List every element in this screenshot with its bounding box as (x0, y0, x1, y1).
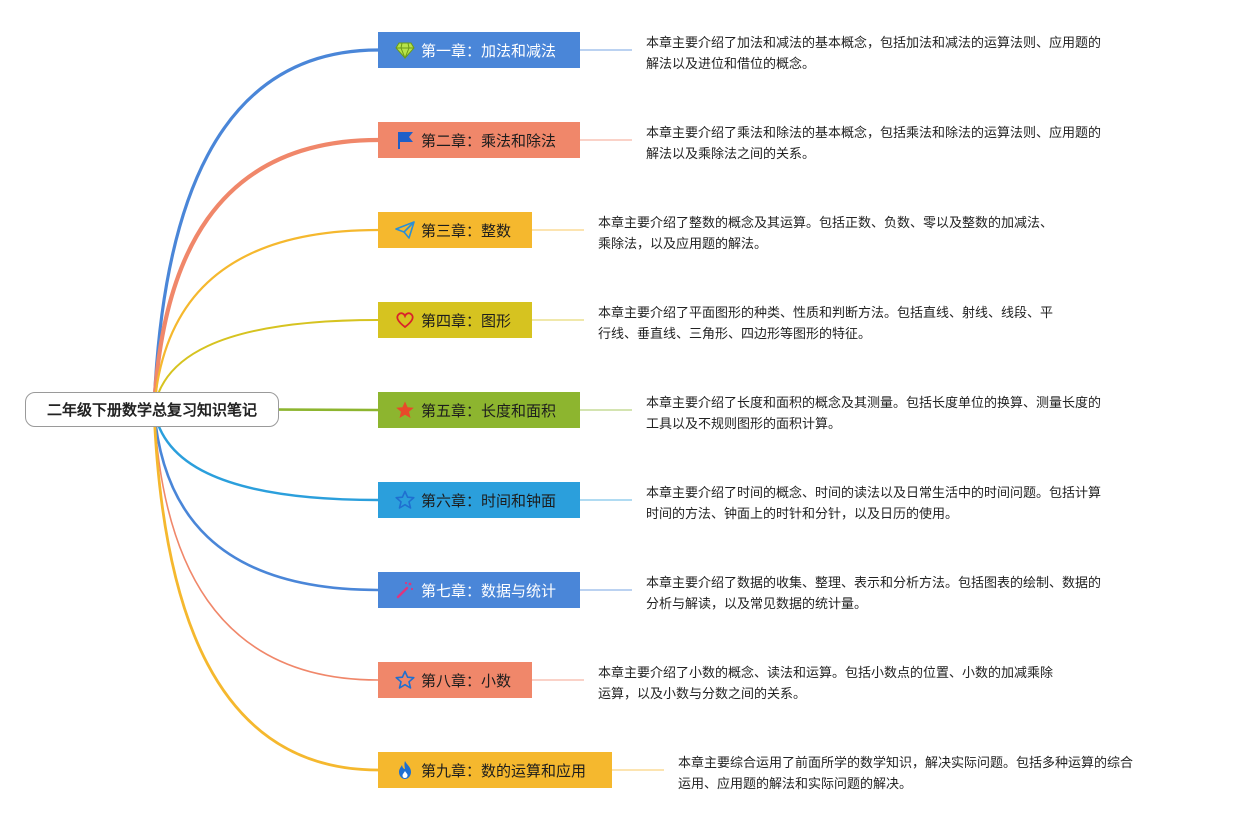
chapter-description-7: 本章主要介绍了数据的收集、整理、表示和分析方法。包括图表的绘制、数据的 分析与解… (646, 573, 1146, 615)
star-outline-icon (394, 489, 416, 511)
chapter-label: 第六章：时间和钟面 (421, 491, 557, 510)
chapter-label: 第七章：数据与统计 (421, 581, 557, 600)
description-line: 时间的方法、钟面上的时针和分针，以及日历的使用。 (646, 507, 959, 522)
chapter-description-9: 本章主要综合运用了前面所学的数学知识，解决实际问题。包括多种运算的综合 运用、应… (678, 753, 1178, 795)
branch-connector (152, 407, 380, 502)
chapter-node-4[interactable]: 第四章：图形 (378, 302, 532, 338)
chapter-label: 第四章：图形 (421, 311, 512, 330)
description-line: 本章主要介绍了加法和减法的基本概念，包括加法和减法的运算法则、应用题的 (646, 36, 1102, 51)
chapter-description-6: 本章主要介绍了时间的概念、时间的读法以及日常生活中的时间问题。包括计算 时间的方… (646, 483, 1146, 525)
chapter-node-9[interactable]: 第九章：数的运算和应用 (378, 752, 612, 788)
branch-connector (152, 407, 380, 772)
branch-connector (152, 48, 380, 411)
chapter-node-6[interactable]: 第六章：时间和钟面 (378, 482, 580, 518)
branch-connector (152, 407, 380, 592)
chapter-node-1[interactable]: 第一章：加法和减法 (378, 32, 580, 68)
branch-connector (153, 408, 379, 681)
root-topic[interactable]: 二年级下册数学总复习知识笔记 (25, 392, 279, 427)
description-line: 本章主要介绍了长度和面积的概念及其测量。包括长度单位的换算、测量长度的 (646, 396, 1102, 411)
branch-connector (152, 228, 380, 411)
chapter-label: 第九章：数的运算和应用 (421, 761, 587, 780)
description-line: 运用、应用题的解法和实际问题的解决。 (678, 777, 913, 792)
diamond-icon (394, 39, 416, 61)
description-line: 解法以及乘除法之间的关系。 (646, 147, 816, 162)
flag-icon (394, 129, 416, 151)
magic-wand-icon (394, 579, 416, 601)
chapter-description-3: 本章主要介绍了整数的概念及其运算。包括正数、负数、零以及整数的加减法、 乘除法，… (598, 213, 1098, 255)
chapter-label: 第八章：小数 (421, 671, 512, 690)
root-topic-label: 二年级下册数学总复习知识笔记 (46, 401, 257, 419)
chapter-description-1: 本章主要介绍了加法和减法的基本概念，包括加法和减法的运算法则、应用题的 解法以及… (646, 33, 1146, 75)
chapter-node-8[interactable]: 第八章：小数 (378, 662, 532, 698)
star-icon (394, 399, 416, 421)
chapter-description-2: 本章主要介绍了乘法和除法的基本概念，包括乘法和除法的运算法则、应用题的 解法以及… (646, 123, 1146, 165)
paper-plane-icon (394, 219, 416, 241)
description-line: 本章主要介绍了小数的概念、读法和运算。包括小数点的位置、小数的加减乘除 (598, 666, 1054, 681)
description-line: 本章主要介绍了乘法和除法的基本概念，包括乘法和除法的运算法则、应用题的 (646, 126, 1102, 141)
description-line: 分析与解读，以及常见数据的统计量。 (646, 597, 868, 612)
chapter-label: 第二章：乘法和除法 (421, 131, 557, 150)
description-line: 本章主要介绍了数据的收集、整理、表示和分析方法。包括图表的绘制、数据的 (646, 576, 1102, 591)
description-line: 运算，以及小数与分数之间的关系。 (598, 687, 807, 702)
description-line: 乘除法，以及应用题的解法。 (598, 237, 768, 252)
chapter-label: 第三章：整数 (421, 221, 512, 240)
branch-connector (151, 137, 381, 412)
description-line: 工具以及不规则图形的面积计算。 (646, 417, 842, 432)
description-line: 本章主要介绍了时间的概念、时间的读法以及日常生活中的时间问题。包括计算 (646, 486, 1102, 501)
chapter-description-8: 本章主要介绍了小数的概念、读法和运算。包括小数点的位置、小数的加减乘除 运算，以… (598, 663, 1098, 705)
description-line: 解法以及进位和借位的概念。 (646, 57, 816, 72)
heart-icon (394, 309, 416, 331)
description-line: 行线、垂直线、三角形、四边形等图形的特征。 (598, 327, 872, 342)
star-outline-icon (394, 669, 416, 691)
chapter-node-2[interactable]: 第二章：乘法和除法 (378, 122, 580, 158)
description-line: 本章主要介绍了平面图形的种类、性质和判断方法。包括直线、射线、线段、平 (598, 306, 1054, 321)
chapter-node-3[interactable]: 第三章：整数 (378, 212, 532, 248)
branch-connector (153, 319, 379, 410)
chapter-description-4: 本章主要介绍了平面图形的种类、性质和判断方法。包括直线、射线、线段、平 行线、垂… (598, 303, 1098, 345)
flame-icon (394, 759, 416, 781)
description-line: 本章主要综合运用了前面所学的数学知识，解决实际问题。包括多种运算的综合 (678, 756, 1134, 771)
description-line: 本章主要介绍了整数的概念及其运算。包括正数、负数、零以及整数的加减法、 (598, 216, 1054, 231)
chapter-label: 第一章：加法和减法 (421, 41, 557, 60)
chapter-node-7[interactable]: 第七章：数据与统计 (378, 572, 580, 608)
chapter-description-5: 本章主要介绍了长度和面积的概念及其测量。包括长度单位的换算、测量长度的 工具以及… (646, 393, 1146, 435)
chapter-node-5[interactable]: 第五章：长度和面积 (378, 392, 580, 428)
chapter-label: 第五章：长度和面积 (421, 401, 557, 420)
